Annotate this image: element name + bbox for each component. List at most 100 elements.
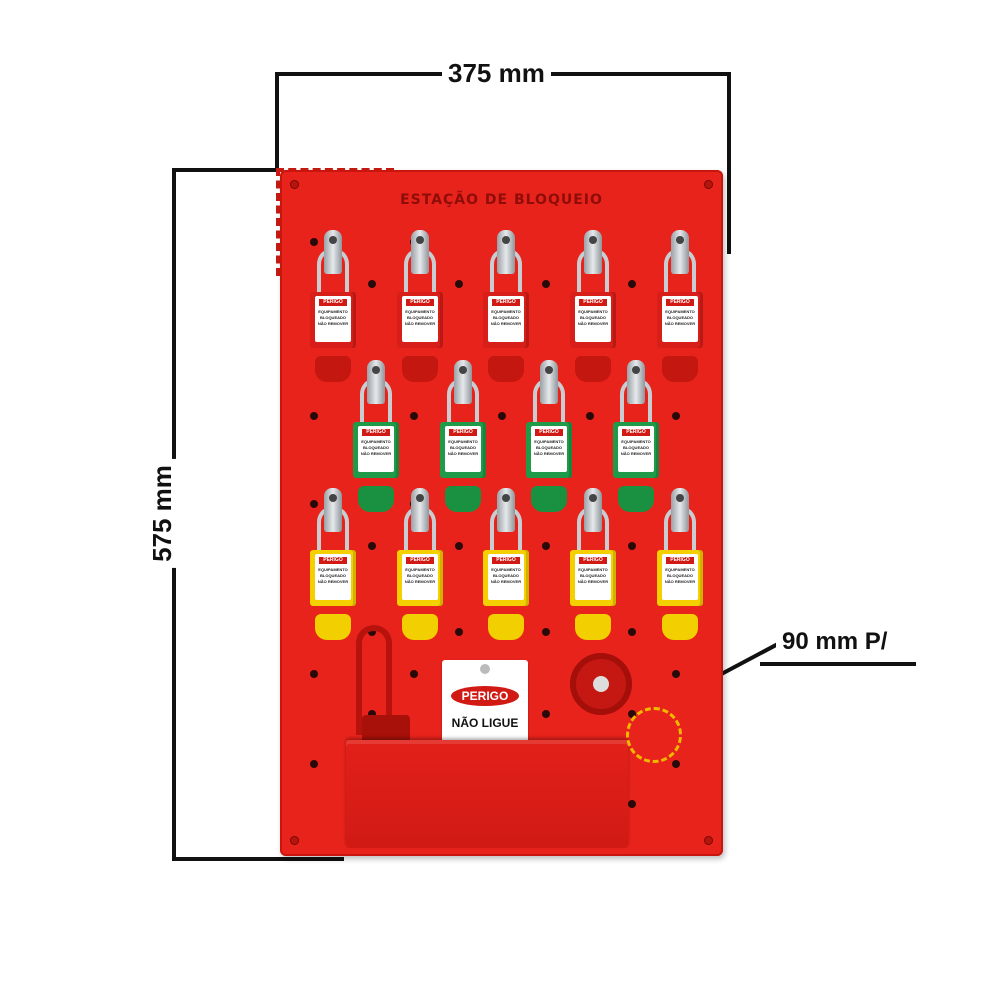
padlock-body: PERIGO EQUIPAMENTO BLOQUEADO NÃO REMOVER (483, 292, 529, 348)
padlock-key[interactable] (488, 614, 524, 640)
padlock-body: PERIGO EQUIPAMENTO BLOQUEADO NÃO REMOVER (570, 550, 616, 606)
height-dimension-bottom-line (172, 857, 344, 861)
padlock-key[interactable] (402, 614, 438, 640)
padlock-label-text: EQUIPAMENTO BLOQUEADO NÃO REMOVER (620, 439, 652, 456)
padlock-body: PERIGO EQUIPAMENTO BLOQUEADO NÃO REMOVER (440, 422, 486, 478)
padlock-key[interactable] (315, 614, 351, 640)
padlock-label-header: PERIGO (666, 299, 694, 306)
padlock-body: PERIGO EQUIPAMENTO BLOQUEADO NÃO REMOVER (526, 422, 572, 478)
padlock-key[interactable] (662, 614, 698, 640)
padlock-hanger (454, 360, 472, 404)
padlock-label: PERIGO EQUIPAMENTO BLOQUEADO NÃO REMOVER (445, 426, 481, 472)
padlock-key[interactable] (445, 486, 481, 512)
peg-hole (310, 670, 318, 678)
padlock-label-text: EQUIPAMENTO BLOQUEADO NÃO REMOVER (490, 567, 522, 584)
tag-footer: NÃO LIGUE (451, 716, 519, 730)
callout-label: 90 mm P/ (776, 628, 894, 656)
peg-hole (410, 670, 418, 678)
peg-hole (310, 760, 318, 768)
padlock-hanger (411, 488, 429, 532)
padlock-label: PERIGO EQUIPAMENTO BLOQUEADO NÃO REMOVER (402, 554, 438, 600)
padlock-label-text: EQUIPAMENTO BLOQUEADO NÃO REMOVER (490, 309, 522, 326)
padlock-label-text: EQUIPAMENTO BLOQUEADO NÃO REMOVER (577, 567, 609, 584)
peg-hole (672, 760, 680, 768)
padlock-key[interactable] (618, 486, 654, 512)
padlock-label-header: PERIGO (492, 299, 520, 306)
padlock-key[interactable] (662, 356, 698, 382)
padlock-hanger (324, 230, 342, 274)
peg-hole (628, 542, 636, 550)
width-dimension-left-vertical (275, 72, 279, 172)
padlock-key[interactable] (315, 356, 351, 382)
peg-hole (672, 670, 680, 678)
padlock-hanger (584, 230, 602, 274)
peg-hole (410, 412, 418, 420)
padlock-body: PERIGO EQUIPAMENTO BLOQUEADO NÃO REMOVER (613, 422, 659, 478)
padlock-key[interactable] (531, 486, 567, 512)
peg-hole (628, 628, 636, 636)
padlock-label-text: EQUIPAMENTO BLOQUEADO NÃO REMOVER (533, 439, 565, 456)
peg-hole (310, 500, 318, 508)
padlock-label-text: EQUIPAMENTO BLOQUEADO NÃO REMOVER (447, 439, 479, 456)
padlock-hanger (540, 360, 558, 404)
peg-hole (542, 542, 550, 550)
padlock-label-header: PERIGO (535, 429, 563, 436)
padlock-label-text: EQUIPAMENTO BLOQUEADO NÃO REMOVER (317, 309, 349, 326)
peg-hole (368, 710, 376, 718)
padlock-label-header: PERIGO (406, 557, 434, 564)
peg-hole (310, 412, 318, 420)
peg-hole (498, 412, 506, 420)
padlock-key[interactable] (358, 486, 394, 512)
padlock-key[interactable] (488, 356, 524, 382)
storage-tray (346, 740, 628, 848)
padlock-hanger (627, 360, 645, 404)
padlock-hanger (671, 488, 689, 532)
screw-top-left (290, 180, 299, 189)
peg-hole (542, 280, 550, 288)
padlock-label-header: PERIGO (579, 299, 607, 306)
height-label: 575 mm (146, 459, 178, 568)
peg-hole (310, 238, 318, 246)
width-label: 375 mm (442, 58, 551, 89)
padlock-label-header: PERIGO (579, 557, 607, 564)
valve-lockout-hub (593, 676, 609, 692)
peg-hole (672, 412, 680, 420)
padlock-label-text: EQUIPAMENTO BLOQUEADO NÃO REMOVER (404, 567, 436, 584)
padlock-key[interactable] (575, 356, 611, 382)
lockout-hasp-cable[interactable] (356, 625, 392, 735)
padlock-hanger (324, 488, 342, 532)
width-dimension-right-vertical (727, 72, 731, 254)
padlock-hanger (497, 488, 515, 532)
padlock-label-header: PERIGO (406, 299, 434, 306)
padlock-label-header: PERIGO (666, 557, 694, 564)
padlock-body: PERIGO EQUIPAMENTO BLOQUEADO NÃO REMOVER (353, 422, 399, 478)
padlock-hanger (671, 230, 689, 274)
board-title: ESTAÇÃO DE BLOQUEIO (400, 192, 603, 208)
peg-hole (368, 542, 376, 550)
padlock-label-header: PERIGO (362, 429, 390, 436)
peg-hole (586, 412, 594, 420)
padlock-label-text: EQUIPAMENTO BLOQUEADO NÃO REMOVER (360, 439, 392, 456)
mounting-hole-highlight-circle (626, 707, 682, 763)
peg-hole (628, 280, 636, 288)
padlock-label-header: PERIGO (622, 429, 650, 436)
peg-hole (455, 542, 463, 550)
padlock-hanger (411, 230, 429, 274)
padlock-label-header: PERIGO (449, 429, 477, 436)
tag-hole (480, 664, 490, 674)
padlock-hanger (367, 360, 385, 404)
peg-hole (542, 628, 550, 636)
padlock-key[interactable] (402, 356, 438, 382)
padlock-key[interactable] (575, 614, 611, 640)
